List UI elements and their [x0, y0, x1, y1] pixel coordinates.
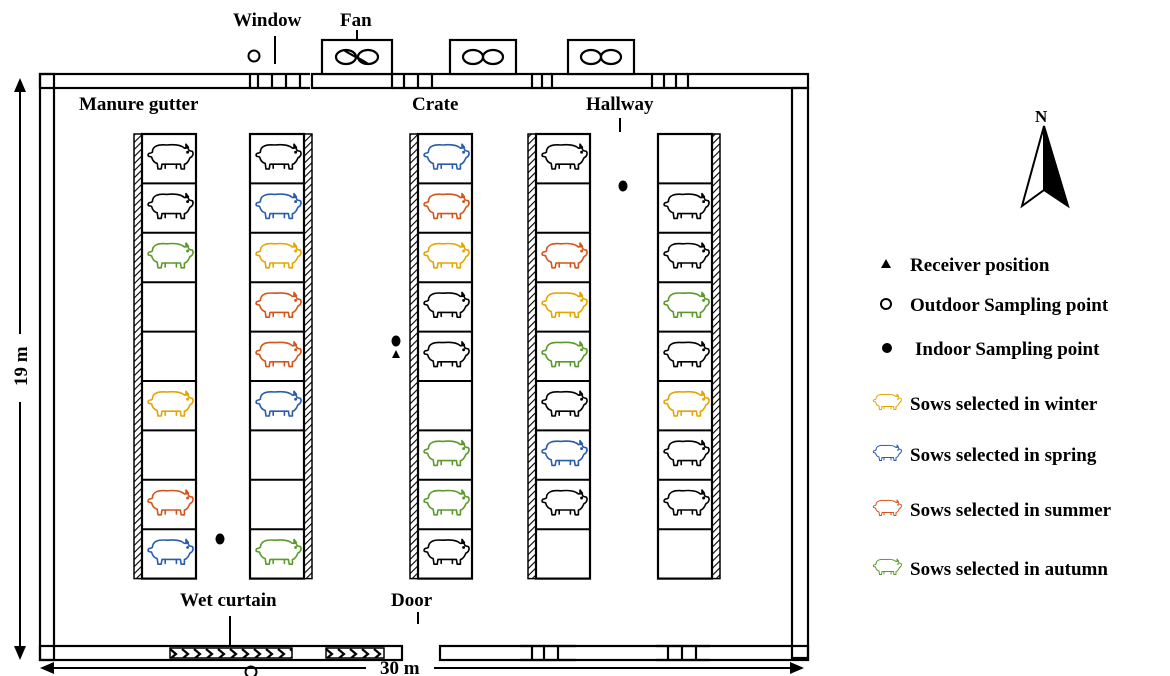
sow-icon: [541, 489, 588, 516]
legend-label: Sows selected in spring: [910, 445, 1097, 466]
hallway-label: Hallway: [586, 94, 654, 115]
manure-gutter: [527, 133, 537, 580]
legend-item: Receiver position: [881, 255, 1050, 276]
legend-label: Sows selected in winter: [910, 394, 1098, 415]
sow-icon: [147, 242, 194, 269]
sow-icon: [255, 390, 302, 417]
sow-icon: [541, 143, 588, 170]
crate-frame: [534, 132, 592, 580]
sow-icon: [541, 291, 588, 319]
indoor-sampling-point-icon: [215, 533, 225, 545]
sow-icon: [147, 390, 194, 417]
sow-icon: [255, 143, 302, 170]
wet-curtain: [169, 647, 385, 659]
manure-gutter: [409, 133, 419, 580]
barn-walls: [38, 72, 810, 662]
crate-row: [527, 132, 592, 580]
crate-row: [656, 132, 721, 580]
height-label: 19 m: [11, 346, 32, 386]
indoor-sampling-point-icon: [391, 335, 401, 347]
sow-icon: [663, 192, 710, 220]
door-label: Door: [391, 590, 433, 611]
legend-item: Outdoor Sampling point: [880, 295, 1109, 316]
crate-row: [133, 132, 198, 580]
legend-label: Sows selected in autumn: [910, 559, 1108, 580]
sow-icon: [663, 242, 710, 269]
sow-icon: [255, 538, 302, 566]
sow-icon: [663, 341, 710, 368]
sow-icon: [255, 341, 302, 368]
crate-frame: [416, 132, 474, 580]
manure-gutter: [133, 133, 143, 580]
receiver-position-icon: [392, 350, 400, 358]
legend-label: Outdoor Sampling point: [910, 295, 1109, 316]
height-dimension: [14, 78, 26, 660]
legend-item: Indoor Sampling point: [882, 339, 1100, 360]
legend-item: Sows selected in autumn: [872, 558, 1108, 580]
receiver-position-icon: [881, 259, 891, 268]
window-label: Window: [233, 10, 302, 31]
sow-icon: [872, 393, 902, 410]
legend-item: Sows selected in winter: [872, 393, 1098, 415]
sow-icon: [663, 291, 710, 319]
sow-icon: [541, 439, 588, 467]
north-arrow-icon: [1020, 125, 1070, 209]
sow-icon: [147, 538, 194, 566]
sow-icon: [423, 341, 470, 368]
fan-icon: [320, 38, 394, 76]
crate-row: [248, 132, 313, 580]
width-label: 30 m: [380, 658, 420, 676]
crate-row: [409, 132, 474, 580]
sow-icon: [255, 192, 302, 220]
crate-frame: [656, 132, 714, 580]
indoor-sampling-point-icon: [882, 343, 892, 353]
outdoor-sampling-point-icon: [880, 298, 892, 310]
sow-icon: [255, 242, 302, 269]
manure-gutter: [711, 133, 721, 580]
fan-icon: [566, 38, 636, 76]
sow-icon: [255, 291, 302, 319]
sow-icon: [872, 499, 902, 516]
sow-icon: [663, 489, 710, 516]
legend-item: Sows selected in spring: [872, 444, 1097, 466]
legend-label: Indoor Sampling point: [915, 339, 1100, 360]
outdoor-sampling-point-icon: [247, 49, 261, 63]
wet-curtain-label: Wet curtain: [180, 590, 277, 611]
sow-icon: [872, 558, 902, 575]
sow-icon: [423, 143, 470, 170]
sow-icon: [423, 439, 470, 467]
sow-icon: [423, 489, 470, 516]
sow-icon: [541, 341, 588, 368]
sow-icon: [872, 444, 902, 461]
manure-gutter: [303, 133, 313, 580]
indoor-sampling-point-icon: [618, 180, 628, 192]
fan-icon: [448, 38, 518, 76]
sow-icon: [663, 390, 710, 417]
legend-label: Receiver position: [910, 255, 1050, 276]
crate-frame: [140, 132, 198, 580]
sow-icon: [423, 291, 470, 319]
width-dimension: [40, 662, 804, 674]
sow-icon: [541, 242, 588, 269]
sow-icon: [541, 390, 588, 417]
legend-item: Sows selected in summer: [872, 499, 1112, 521]
manure-gutter-label: Manure gutter: [79, 94, 199, 115]
legend-label: Sows selected in summer: [910, 500, 1112, 521]
sow-icon: [663, 439, 710, 467]
crate-frame: [248, 132, 306, 580]
sow-icon: [147, 489, 194, 516]
sow-icon: [147, 143, 194, 170]
sow-icon: [147, 192, 194, 220]
sow-icon: [423, 538, 470, 566]
sow-icon: [423, 242, 470, 269]
sow-icon: [423, 192, 470, 220]
crate-rows: [133, 132, 721, 580]
fan-label: Fan: [340, 10, 372, 31]
fans: [320, 38, 636, 76]
crate-label: Crate: [412, 94, 458, 115]
north-label: N: [1035, 107, 1048, 126]
